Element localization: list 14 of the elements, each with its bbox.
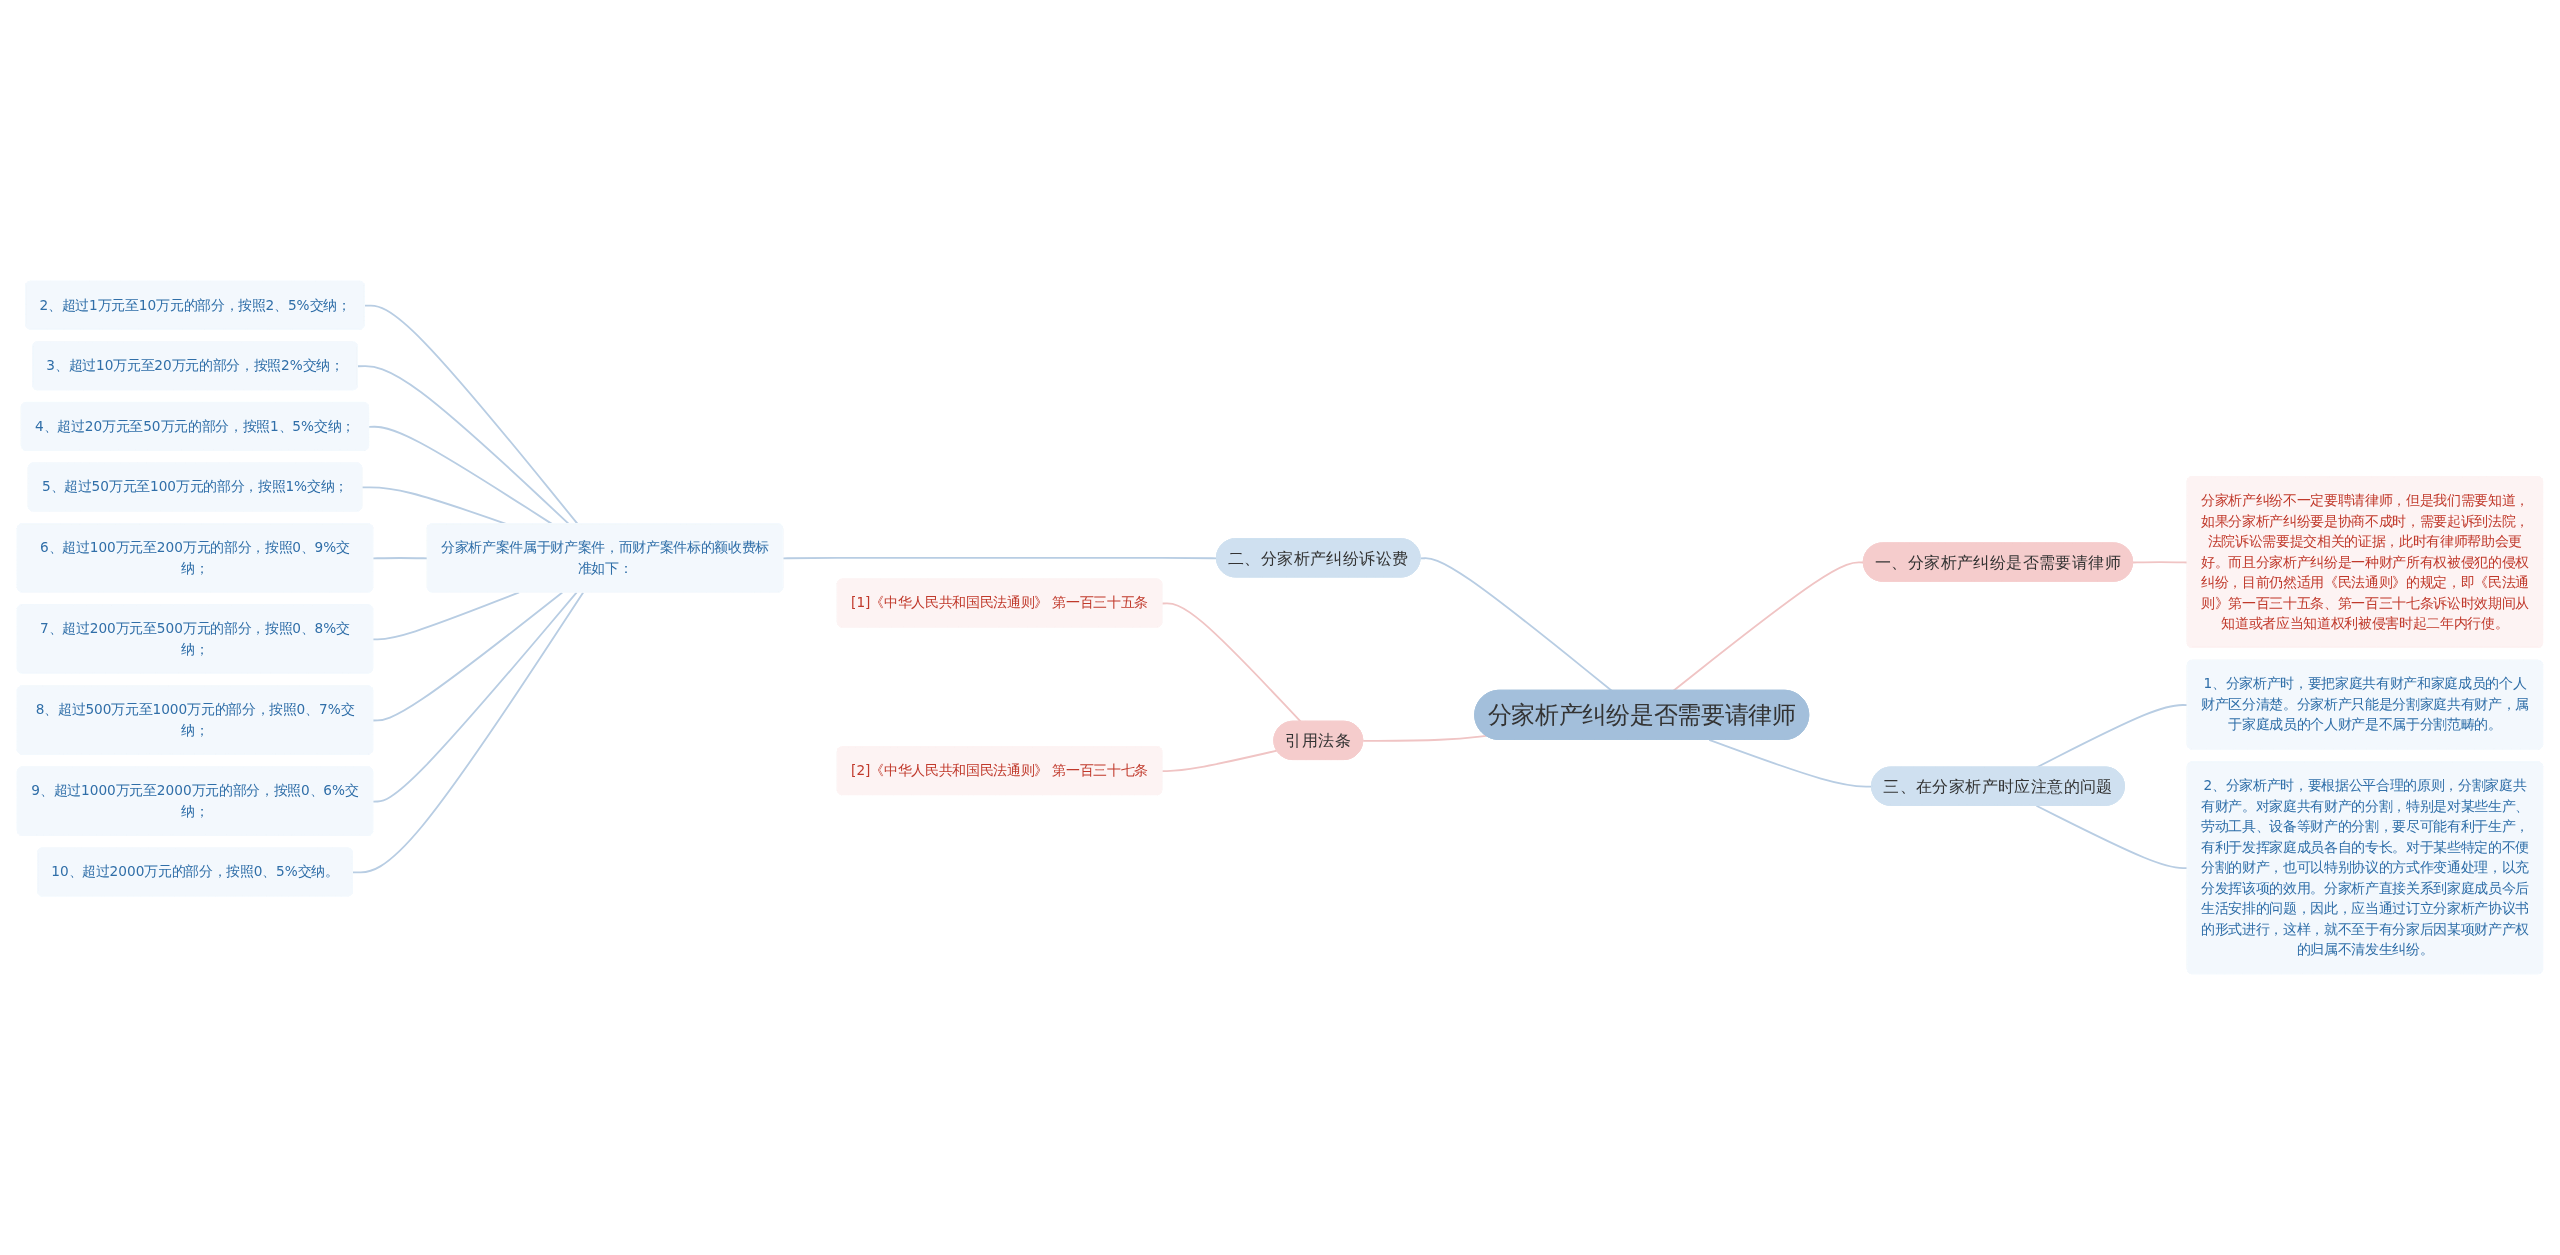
connector [1161,602,1302,723]
connector [1708,739,1873,788]
connector [2035,704,2189,769]
connector [352,591,585,874]
connector [782,556,1218,560]
connector [1672,561,1865,692]
connector [372,591,564,722]
connector [1419,557,1613,692]
connector [1161,749,1278,773]
connector [2132,561,2189,564]
connector [2035,804,2189,870]
connector [372,591,578,803]
connector [372,557,429,560]
connector [1362,734,1488,742]
